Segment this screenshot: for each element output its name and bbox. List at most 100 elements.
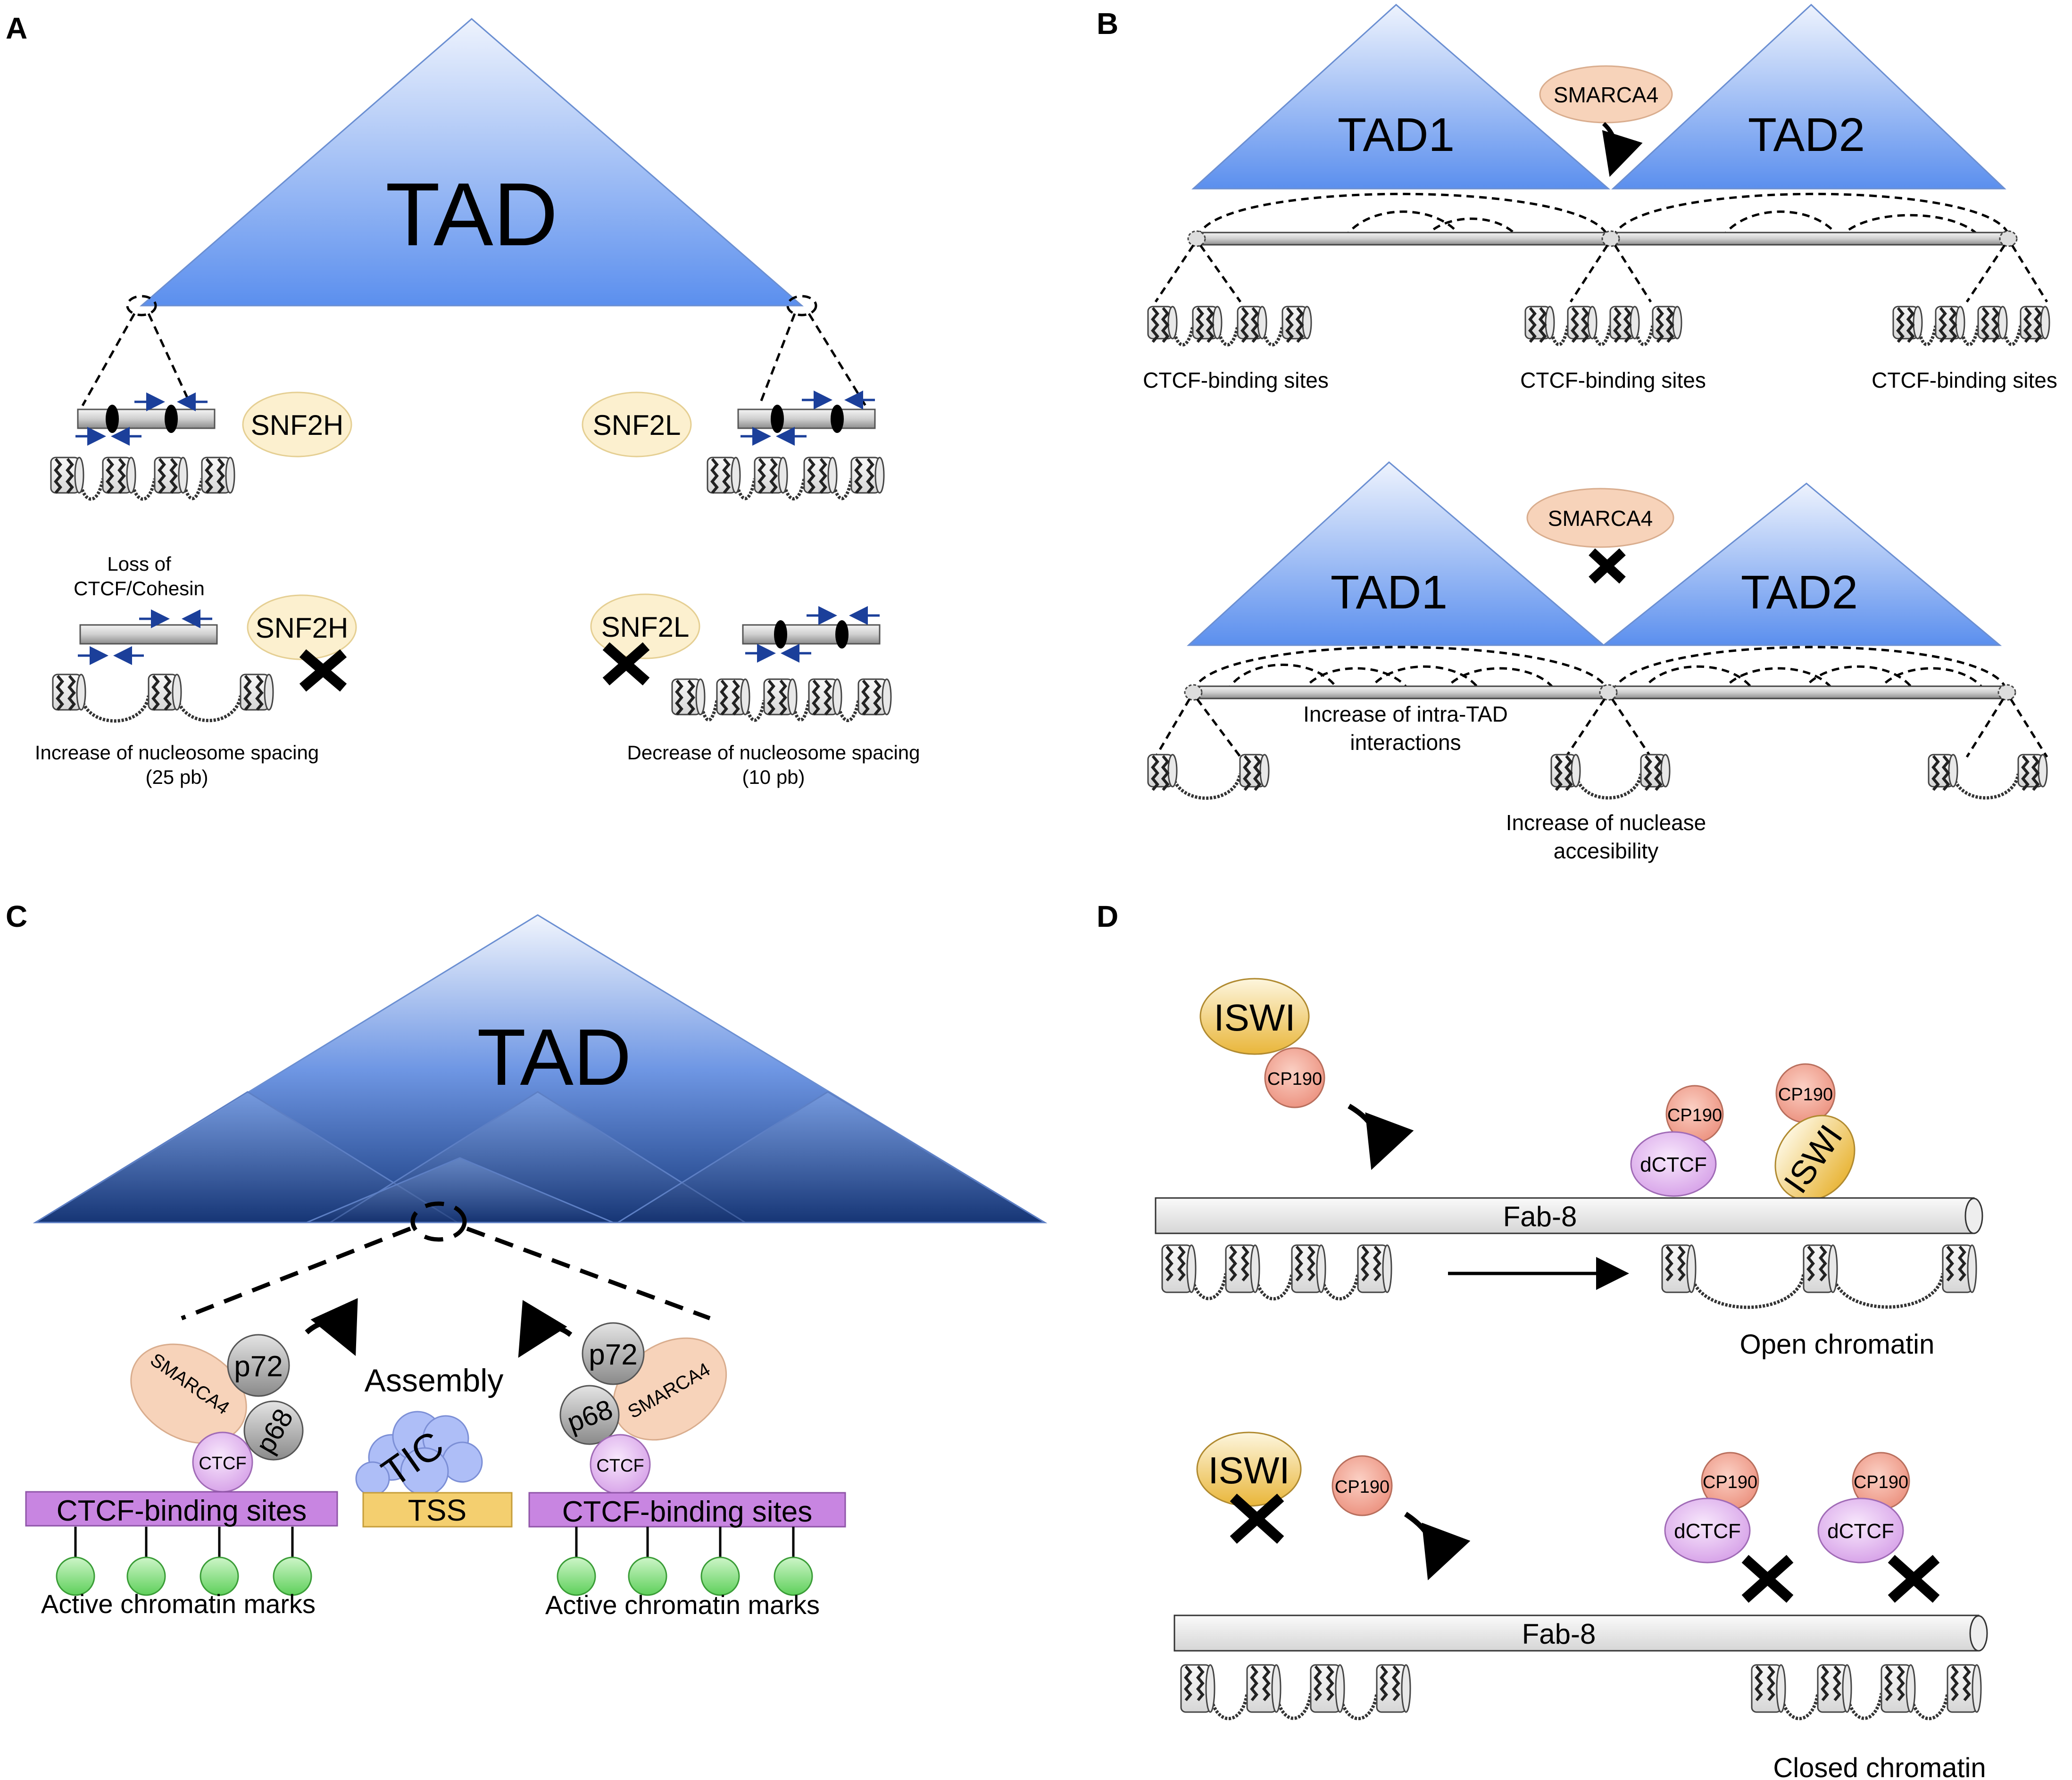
- zoom-lines-b: [1154, 244, 2048, 303]
- snf2l-label-inactive: SNF2L: [601, 611, 690, 643]
- nucleosome-icon: [1310, 1664, 1345, 1713]
- nucleosome-icon: [1161, 1244, 1197, 1293]
- nucleosome-icon: [1550, 754, 1581, 791]
- nucleosome-icon: [1817, 1664, 1852, 1713]
- p72-subunit: [227, 1334, 290, 1397]
- nucleosome-icon: [240, 674, 274, 711]
- assembly-label: Assembly: [365, 1363, 504, 1398]
- active-mark-icon: [273, 1527, 312, 1596]
- nucleosome-icon: [1180, 1664, 1215, 1713]
- tss-label: TSS: [408, 1493, 466, 1527]
- curved-arrow: [518, 1300, 573, 1358]
- snf2h-badge-inactive: [247, 594, 357, 660]
- dctcf-protein: [1630, 1131, 1717, 1197]
- snf2h-label-inactive: SNF2H: [256, 612, 349, 644]
- ctcf-sites-label: CTCF-binding sites: [57, 1495, 307, 1527]
- decrease-spacing-line1: Decrease of nucleosome spacing: [627, 741, 920, 764]
- nucleosome-array: [1147, 306, 1312, 347]
- dctcf-label: dCTCF: [1674, 1520, 1741, 1543]
- nuclease-line1: Increase of nuclease: [1506, 810, 1706, 835]
- dna-segment-no-ctcf: [78, 609, 218, 665]
- nucleosome-icon: [1881, 1664, 1916, 1713]
- ctcf-binding-bar: [528, 1492, 846, 1528]
- decrease-spacing-line2: (10 pb): [742, 766, 805, 788]
- active-marks-label: Active chromatin marks: [41, 1589, 316, 1619]
- nucleosome-array: [1928, 754, 2048, 800]
- zoom-lines-b: [1154, 698, 2048, 758]
- nucleosome-icon: [1652, 306, 1682, 343]
- dctcf-label: dCTCF: [1827, 1520, 1894, 1543]
- nucleosome-icon: [1609, 306, 1640, 343]
- nucleosome-array: [1147, 754, 1270, 800]
- nucleosome-icon: [1192, 306, 1223, 343]
- ctcf-sites-label: CTCF-binding sites: [1143, 368, 1329, 392]
- active-marks-label: Active chromatin marks: [545, 1590, 820, 1620]
- fab8-cylinder: [1173, 1614, 1988, 1652]
- ctcf-sites-label: CTCF-binding sites: [1872, 368, 2057, 392]
- active-mark-set: [56, 1527, 312, 1596]
- dna-fiber: [1184, 684, 2016, 701]
- nucleosome-icon: [2020, 306, 2050, 343]
- dctcf-protein: [1664, 1497, 1751, 1564]
- nucleosome-icon: [2017, 754, 2048, 791]
- active-mark-set: [557, 1527, 813, 1596]
- nucleosome-icon: [1147, 306, 1178, 343]
- active-mark-icon: [628, 1527, 667, 1596]
- panel-d-label: D: [1097, 899, 1118, 933]
- nucleosome-icon: [850, 457, 885, 494]
- iswi-label-inactive: ISWI: [1208, 1449, 1290, 1491]
- chromatin-loops: [1192, 646, 2008, 693]
- nucleosome-icon: [1246, 1664, 1281, 1713]
- sub-tad-triangles: [33, 1091, 1048, 1223]
- nucleosome-icon: [148, 674, 182, 711]
- p72-label: p72: [589, 1339, 637, 1371]
- dna-segment: [75, 392, 216, 446]
- cross-icon: [1888, 1555, 1940, 1603]
- panel-b-label: B: [1097, 7, 1118, 41]
- nucleosome-icon: [1291, 1244, 1326, 1293]
- active-mark-icon: [126, 1527, 166, 1596]
- nucleosome-icon: [1942, 1244, 1977, 1293]
- cp190-label: CP190: [1854, 1472, 1908, 1492]
- iswi-shape: [1774, 1115, 1856, 1201]
- ctcf-binding-bar: [25, 1491, 338, 1527]
- loss-text-line1: Loss of: [107, 553, 171, 575]
- cross-icon: [1230, 1493, 1284, 1544]
- cp190-protein: [1264, 1047, 1325, 1108]
- nucleosome-icon: [716, 678, 750, 715]
- dna-segment: [742, 606, 881, 663]
- increase-spacing-line2: (25 pb): [145, 766, 208, 788]
- nucleosome-icon: [1803, 1244, 1838, 1293]
- cp190-label: CP190: [1667, 1106, 1722, 1125]
- cross-icon: [602, 642, 650, 686]
- smarca4-badge-inactive: [1526, 488, 1674, 548]
- active-mark-icon: [700, 1527, 740, 1596]
- cp190-label: CP190: [1778, 1085, 1833, 1105]
- tad-label: TAD: [477, 1013, 631, 1102]
- nucleosome-icon: [1935, 306, 1965, 343]
- increase-spacing-line1: Increase of nucleosome spacing: [35, 741, 319, 764]
- nucleosome-icon: [763, 678, 798, 715]
- zoom-lines-a: [81, 295, 867, 407]
- fab8-cylinder: [1155, 1197, 1983, 1234]
- nucleosome-array: [1524, 306, 1682, 346]
- tad1-label: TAD1: [1331, 566, 1448, 619]
- intra-tad-line1: Increase of intra-TAD: [1303, 702, 1508, 726]
- iswi-shape: [1199, 978, 1310, 1055]
- cp190-label: CP190: [1267, 1069, 1322, 1089]
- nucleosome-icon: [1977, 306, 2008, 343]
- iswi-label: ISWI: [1214, 997, 1295, 1039]
- nucleosome-icon: [1147, 754, 1178, 791]
- nucleosome-array: [1550, 754, 1671, 800]
- nucleosome-icon: [1376, 1664, 1411, 1713]
- snf2l-badge-inactive: [590, 593, 700, 659]
- p72-subunit: [582, 1322, 645, 1385]
- nucleosome-icon: [1357, 1244, 1392, 1293]
- zoom-lines-c: [181, 1201, 711, 1321]
- nucleosome-array: [1751, 1664, 1982, 1721]
- fab8-label: Fab-8: [1503, 1201, 1577, 1232]
- nucleosome-array: [52, 674, 274, 723]
- snf2h-badge: [242, 391, 352, 457]
- cross-icon: [1741, 1555, 1794, 1603]
